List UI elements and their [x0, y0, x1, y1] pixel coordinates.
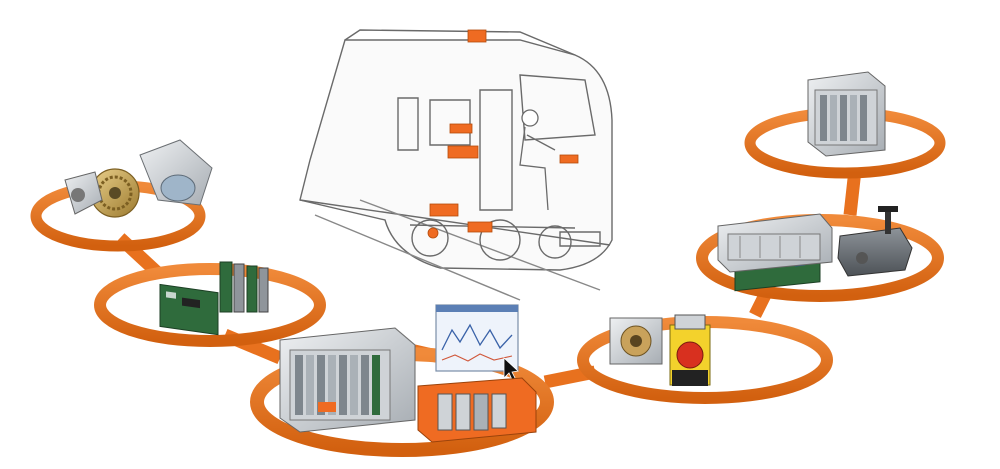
ring-cards: [94, 263, 326, 347]
underframe-highlight-2: [467, 221, 493, 233]
electronic-rack-icon: [279, 327, 416, 433]
cabin-unit-highlight-2: [447, 145, 479, 159]
roof-unit-highlight: [467, 29, 487, 43]
orange-controller-rack: [417, 377, 537, 443]
node-top-rack[interactable]: [807, 71, 886, 157]
train-wheel-1: [411, 219, 449, 257]
driver-body: [519, 126, 549, 211]
node-main-rack[interactable]: [279, 327, 416, 433]
train-bogie: [409, 224, 576, 229]
train-illustration: [299, 29, 613, 301]
monitor-screen-icon: [435, 304, 519, 383]
traction-motor-gearbox-icon: [64, 139, 213, 218]
node-converter-unit[interactable]: [717, 206, 913, 277]
train-window-side-2: [429, 99, 471, 146]
train-wheel-2: [479, 219, 521, 261]
train-headlight: [559, 231, 601, 247]
connector-5: [749, 292, 771, 318]
driver-seat-highlight: [559, 154, 579, 164]
circuit-cards-icon: [159, 261, 269, 336]
cabinet-rack-icon: [807, 71, 886, 157]
node-control-cards[interactable]: [159, 261, 269, 336]
cabin-unit-highlight-1: [449, 123, 473, 134]
train-highlights: [427, 29, 579, 239]
train-underframe: [299, 199, 611, 246]
underframe-highlight-1: [429, 203, 459, 217]
driver-arm: [526, 134, 556, 151]
train-roof: [344, 29, 576, 56]
train-door: [479, 89, 513, 211]
node-motor-gears[interactable]: [64, 139, 213, 218]
train-wheel-3: [538, 225, 572, 259]
train-window-side-1: [397, 97, 419, 151]
train-rail: [314, 214, 521, 301]
control-handle-unit-icon: [837, 206, 913, 277]
converter-box-icon: [717, 213, 833, 273]
driver-figure: [519, 109, 556, 211]
node-monitor-software[interactable]: [417, 304, 537, 443]
driver-head: [521, 109, 539, 127]
brake-highlight: [427, 227, 439, 239]
